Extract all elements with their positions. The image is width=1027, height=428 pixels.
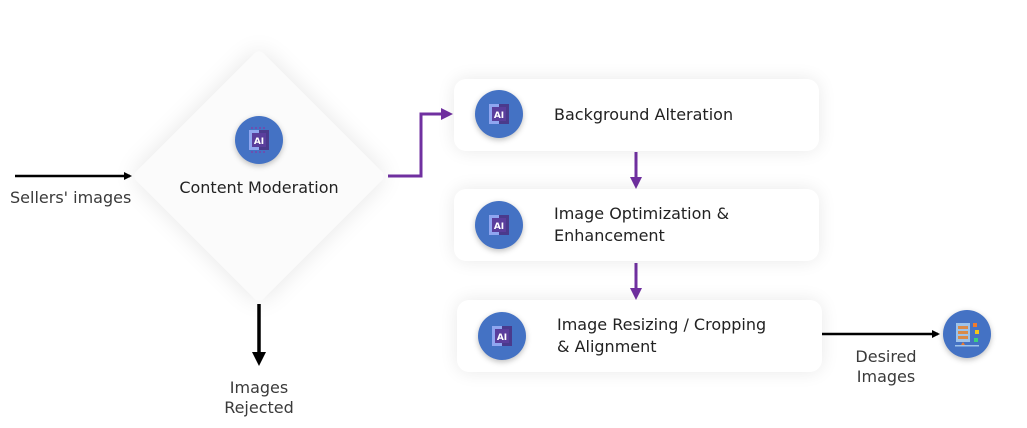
- svg-text:AI: AI: [494, 111, 504, 121]
- ai-chip-icon: AI: [475, 201, 523, 249]
- step-label: Background Alteration: [554, 105, 734, 124]
- step-label: Image Optimization & Enhancement: [554, 203, 729, 247]
- step-image-optimization[interactable]: AI Image Optimization & Enhancement: [454, 189, 819, 261]
- ai-chip-icon: AI: [475, 90, 523, 138]
- rejected-label: Images Rejected: [200, 378, 318, 418]
- step-label-line2: Enhancement: [554, 226, 665, 245]
- ai-chip-icon: AI: [235, 116, 283, 164]
- input-label: Sellers' images: [10, 188, 132, 207]
- rejected-line1: Images: [229, 378, 289, 397]
- output-line1: Desired: [855, 347, 917, 366]
- step-label-line1: Image Resizing / Cropping: [557, 315, 767, 334]
- step-label: Image Resizing / Cropping & Alignment: [557, 314, 766, 358]
- decision-diamond: [131, 48, 387, 304]
- svg-text:AI: AI: [494, 222, 504, 232]
- step-label-line1: Image Optimization &: [554, 204, 730, 223]
- rejected-line2: Rejected: [224, 398, 294, 417]
- svg-text:AI: AI: [497, 333, 507, 343]
- step-label-line2: & Alignment: [557, 337, 657, 356]
- step-image-resizing[interactable]: AI Image Resizing / Cropping & Alignment: [457, 300, 822, 372]
- ai-chip-icon: AI: [478, 312, 526, 360]
- step-background-alteration[interactable]: AI Background Alteration: [454, 79, 819, 151]
- output-label: Desired Images: [846, 347, 926, 387]
- output-line2: Images: [856, 367, 916, 386]
- content-moderation-node[interactable]: AI Content Moderation: [131, 46, 387, 306]
- svg-text:AI: AI: [254, 137, 264, 147]
- server-database-icon[interactable]: [943, 310, 991, 358]
- arrow-moderation-to-background: [388, 108, 453, 178]
- decision-label: Content Moderation: [179, 178, 339, 197]
